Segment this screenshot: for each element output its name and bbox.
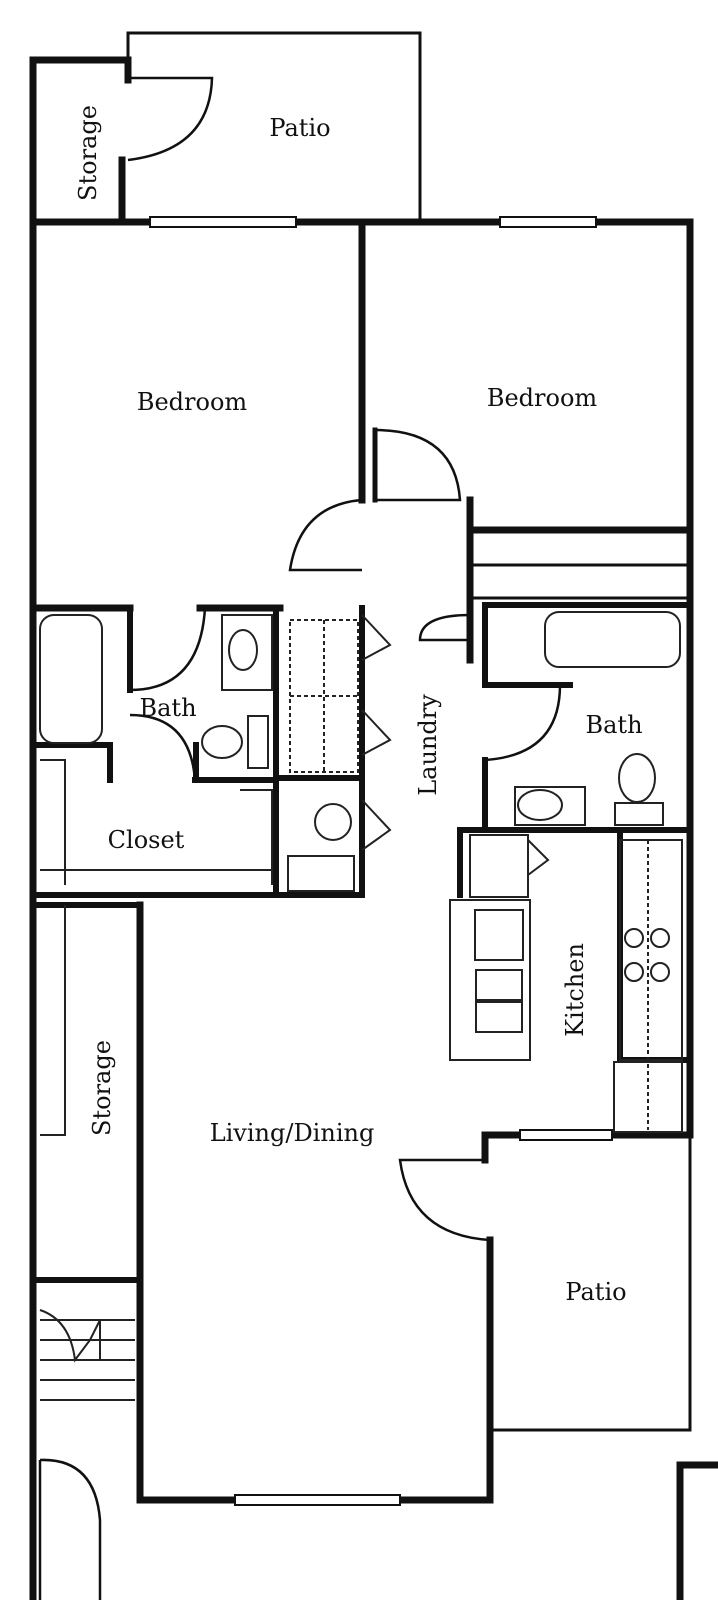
room-label-bath-right: Bath [585,711,643,739]
door-swings [38,76,562,1600]
room-label-laundry: Laundry [414,694,442,796]
room-label-living-dining: Living/Dining [209,1119,375,1147]
room-label-bedroom-left: Bedroom [136,388,248,416]
room-label-patio-top: Patio [269,114,331,142]
room-label-storage-top: Storage [74,105,102,201]
exterior-walls [29,31,718,1600]
windows [149,216,613,1506]
room-label-bedroom-right: Bedroom [486,384,598,412]
room-label-kitchen: Kitchen [561,943,589,1037]
room-label-patio-bottom: Patio [565,1278,627,1306]
fixtures [39,611,683,1401]
room-label-bath-left: Bath [139,694,197,722]
room-label-closet: Closet [107,826,185,854]
room-label-storage-left: Storage [88,1040,116,1136]
